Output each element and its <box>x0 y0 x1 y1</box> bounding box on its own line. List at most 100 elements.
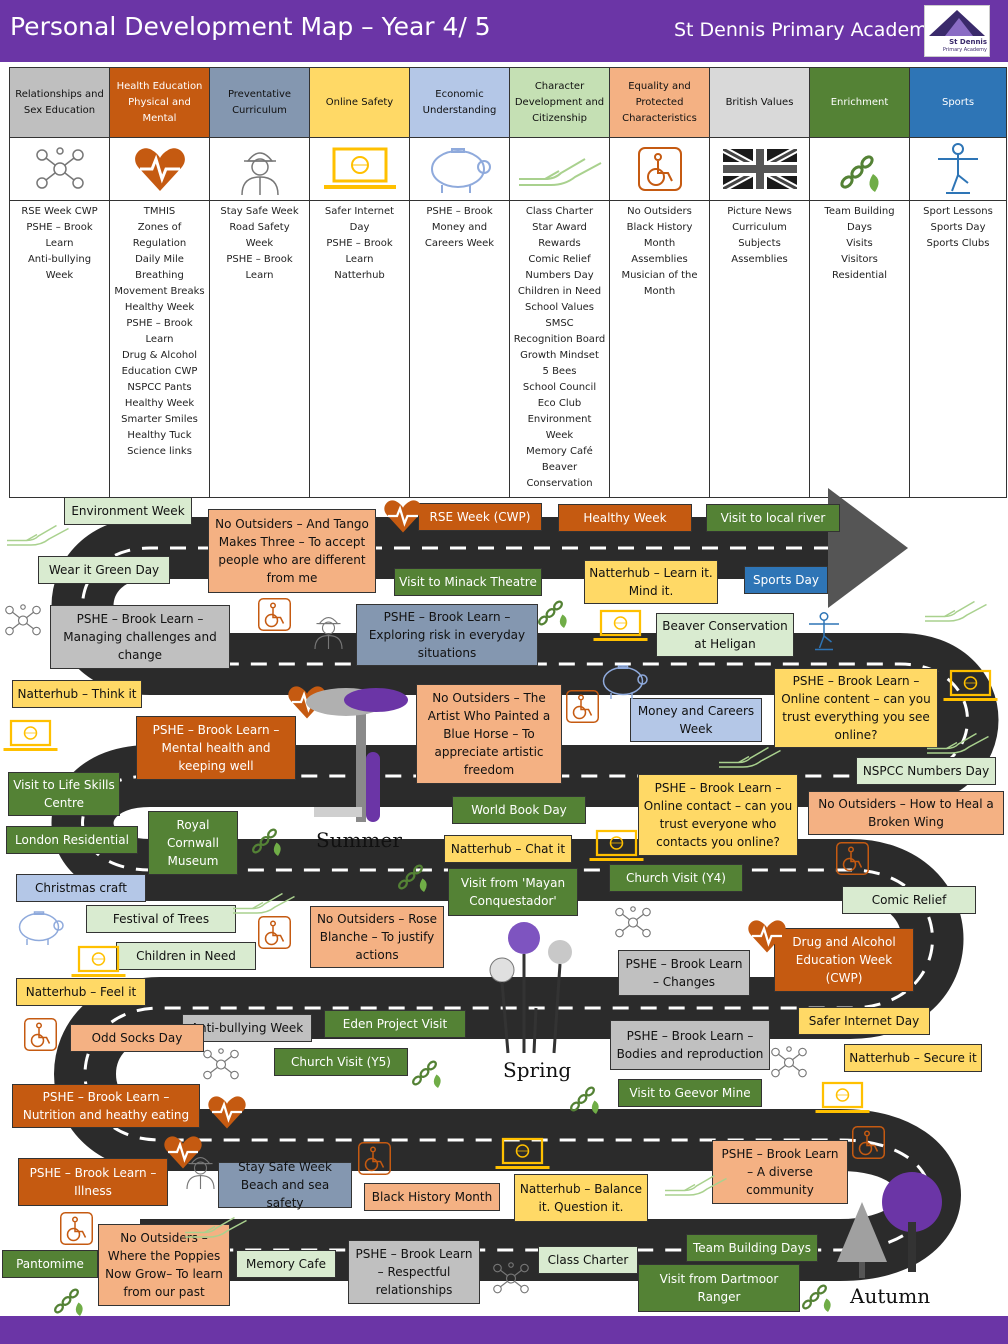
laptop-icon <box>70 944 127 983</box>
event-box: Natterhub – Balance it. Question it. <box>514 1174 648 1222</box>
event-box: Children in Need <box>116 942 256 970</box>
chain-icon <box>248 820 286 861</box>
column-item: Environment <box>527 414 592 425</box>
column-item: Smarter Smiles <box>121 414 198 425</box>
column-item: Learn <box>45 238 74 249</box>
column-item: Visits <box>846 238 873 249</box>
network-icon <box>200 1048 242 1084</box>
column-heading: British Values <box>710 68 809 138</box>
column-item: Growth Mindset <box>520 350 599 361</box>
union-flag-icon <box>710 138 809 201</box>
event-box: Visit from 'Mayan Conquestador' <box>448 868 578 916</box>
piggy-bank-icon <box>12 906 69 951</box>
footer-bar <box>0 1316 1008 1344</box>
laptop-icon <box>588 828 645 867</box>
event-box: Drug and Alcohol Education Week (CWP) <box>774 928 914 992</box>
column-item: Curriculum <box>732 222 787 233</box>
heart-icon <box>162 1134 204 1173</box>
column-item: Healthy Tuck <box>127 430 192 441</box>
column-item: NSPCC Pants <box>127 382 192 393</box>
heart-icon <box>206 1094 248 1133</box>
event-box: PSHE – Brook Learn – A diverse community <box>712 1140 848 1204</box>
event-box: Festival of Trees <box>86 905 236 933</box>
event-box: Eden Project Visit <box>324 1010 466 1038</box>
column-item: Visitors <box>841 254 878 265</box>
network-icon <box>2 604 44 640</box>
column-item: RSE Week CWP <box>21 206 98 217</box>
column-item: Healthy Week <box>124 302 195 313</box>
column-item: Regulation <box>132 238 187 249</box>
event-box: Pantomime <box>2 1250 98 1278</box>
event-box: No Outsiders – And Tango Makes Three – T… <box>208 509 376 593</box>
hand-icon <box>230 886 298 919</box>
spring-flowers-icon <box>489 922 572 1054</box>
school-logo: St Dennis Primary Academy <box>924 5 990 57</box>
column-item: Assemblies <box>631 254 688 265</box>
column-heading: Enrichment <box>810 68 909 138</box>
autumn-trees-icon <box>837 1172 942 1278</box>
season-spring: Spring <box>503 1058 572 1082</box>
event-box: Christmas craft <box>16 874 146 902</box>
event-box: PSHE – Brook Learn – Respectful relation… <box>348 1240 480 1304</box>
event-box: PSHE – Brook Learn – Changes <box>618 950 750 996</box>
column-item: PSHE – Brook <box>426 206 493 217</box>
event-box: Church Visit (Y5) <box>274 1048 408 1076</box>
column-item: Healthy Week <box>124 398 195 409</box>
event-box: Visit to Minack Theatre <box>394 568 542 596</box>
laptop-icon <box>310 138 409 201</box>
event-box: Visit from Dartmoor Ranger <box>638 1264 800 1312</box>
column-item: Assemblies <box>731 254 788 265</box>
event-box: PSHE – Brook Learn – Bodies and reproduc… <box>610 1020 770 1070</box>
network-icon <box>490 1262 532 1298</box>
event-box: No Outsiders – How to Heal a Broken Wing <box>808 791 1004 835</box>
gymnast-icon <box>806 612 842 654</box>
event-box: Visit to Life Skills Centre <box>8 772 120 816</box>
column-item: Month <box>643 286 676 297</box>
event-box: Visit to Geevor Mine <box>618 1079 762 1107</box>
column-item: Zones of <box>137 222 182 233</box>
column-item: Sports Clubs <box>926 238 990 249</box>
column-item: Rewards <box>538 238 581 249</box>
column-heading: Health Education Physical and Mental <box>110 68 209 138</box>
column-item: Team Building <box>824 206 895 217</box>
hand-icon <box>662 1168 730 1201</box>
column-item: Breathing <box>135 270 184 281</box>
event-box: Wear it Green Day <box>38 556 170 584</box>
event-box: Natterhub – Learn it. Mind it. <box>584 560 718 604</box>
heart-icon <box>746 918 788 957</box>
hand-icon <box>4 518 72 551</box>
column-item: Daily Mile <box>135 254 184 265</box>
column-heading: Sports <box>910 68 1006 138</box>
chain-icon <box>810 138 909 201</box>
hand-icon <box>922 594 990 627</box>
event-box: PSHE – Brook Learn – Online contact – ca… <box>638 774 798 856</box>
column-item: Memory Café <box>526 446 593 457</box>
logo-name: St Dennis <box>949 38 987 46</box>
season-autumn: Autumn <box>850 1284 931 1308</box>
wheelchair-icon <box>836 842 869 878</box>
event-box: Natterhub – Secure it <box>844 1044 982 1072</box>
event-box: PSHE – Brook Learn – Illness <box>18 1158 168 1206</box>
column-item: Month <box>643 238 676 249</box>
event-box: Beaver Conservation at Heligan <box>656 613 794 657</box>
event-box: PSHE – Brook Learn – Managing challenges… <box>50 605 230 669</box>
column-item: Comic Relief <box>528 254 591 265</box>
event-box: Environment Week <box>64 497 192 525</box>
heart-icon <box>110 138 209 201</box>
column-heading: Preventative Curriculum <box>210 68 309 138</box>
column-heading: Equality and Protected Characteristics <box>610 68 709 138</box>
network-icon <box>768 1046 810 1082</box>
laptop-icon <box>494 1136 551 1175</box>
column-item: PSHE – Brook <box>26 222 93 233</box>
event-box: Natterhub – Chat it <box>444 835 572 863</box>
